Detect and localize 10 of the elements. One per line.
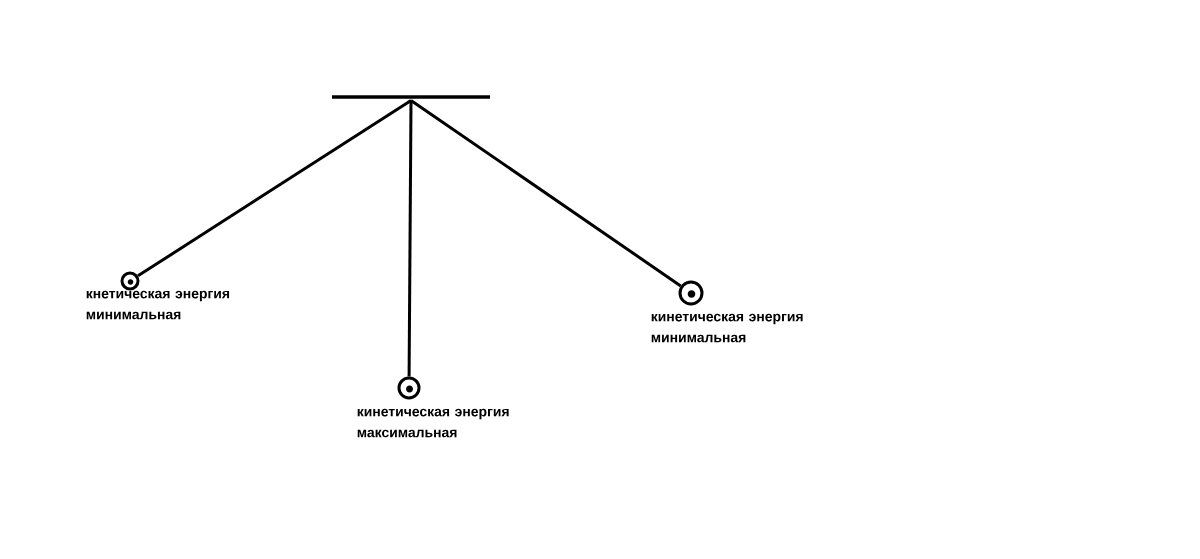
ceiling-bar (332, 95, 490, 99)
bob-label: кинетическая энергия максимальная (357, 408, 509, 438)
pendulum-string (407, 100, 413, 377)
pendulum-bob (678, 280, 704, 306)
pendulum-bob (120, 271, 140, 291)
pendulum-bob (397, 376, 421, 400)
pendulum-string (137, 99, 412, 278)
bob-label: кнетическая энергия минимальная (86, 290, 230, 320)
pendulum-string (410, 99, 682, 288)
bob-label: кинетическая энергия минимальная (651, 313, 803, 343)
